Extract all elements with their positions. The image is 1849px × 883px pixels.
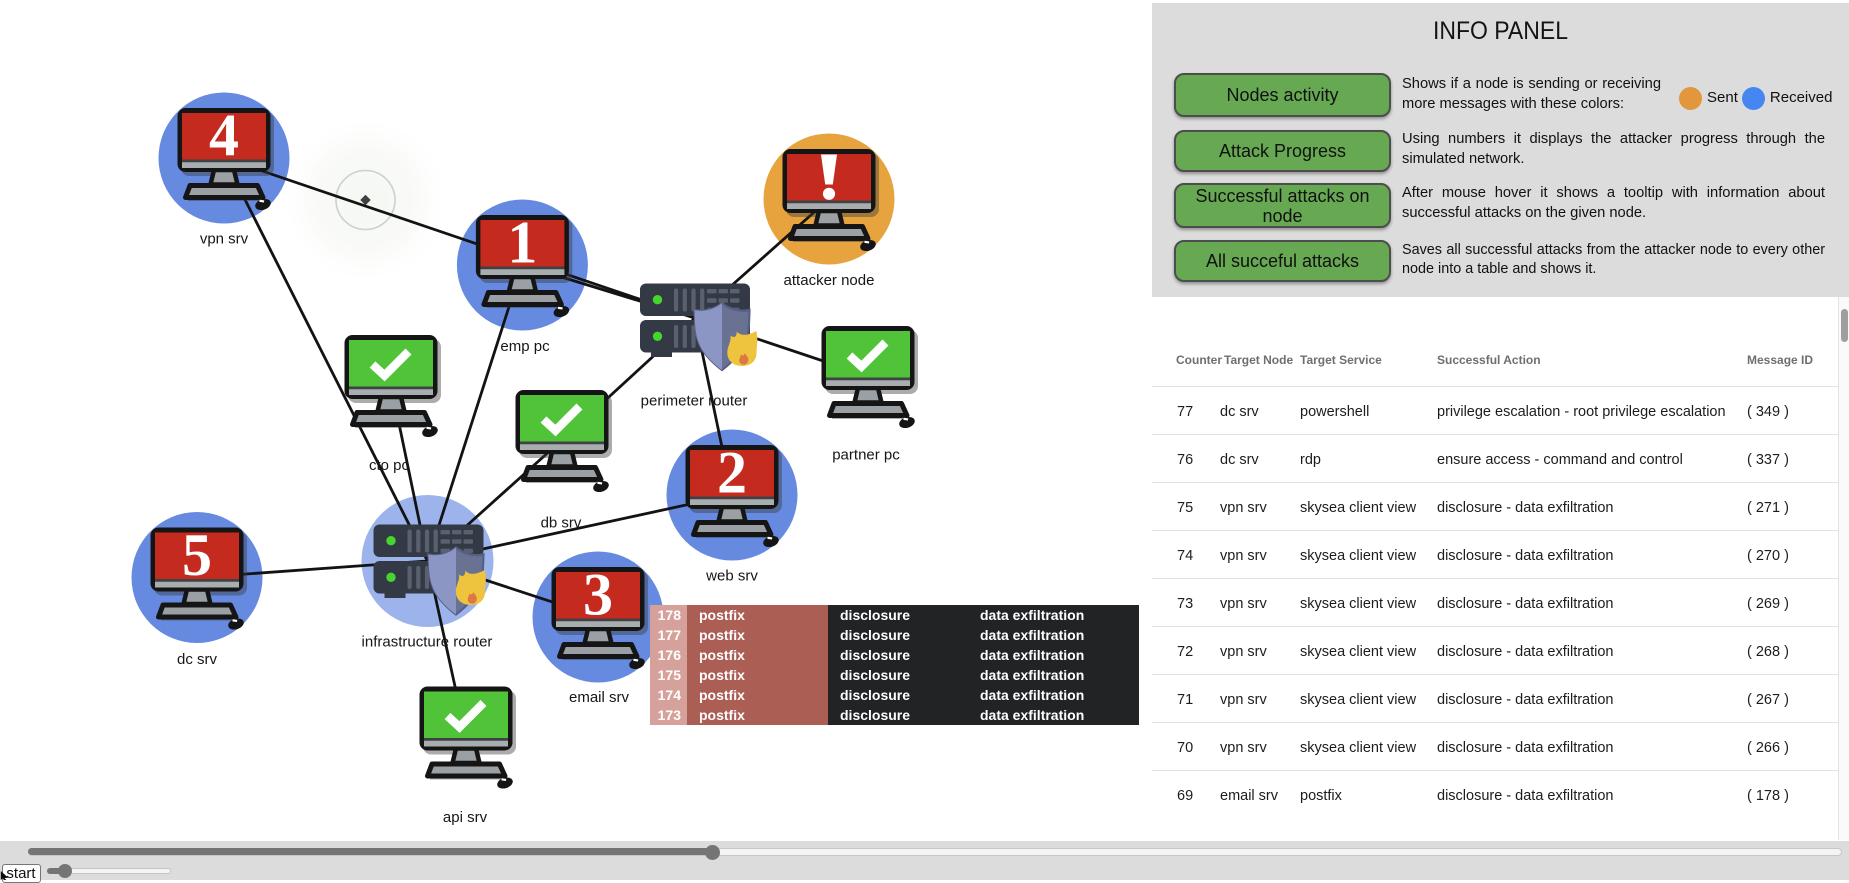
svg-text:4: 4 bbox=[209, 103, 239, 169]
svg-text:emp pc: emp pc bbox=[500, 338, 550, 355]
svg-text:attacker node: attacker node bbox=[784, 272, 875, 289]
svg-text:cto pc: cto pc bbox=[369, 457, 410, 474]
svg-text:2: 2 bbox=[717, 440, 747, 506]
svg-text:1: 1 bbox=[507, 210, 537, 276]
svg-text:api srv: api srv bbox=[443, 809, 488, 826]
svg-text:db srv: db srv bbox=[541, 515, 582, 532]
svg-text:perimeter router: perimeter router bbox=[641, 393, 748, 410]
svg-text:vpn srv: vpn srv bbox=[200, 231, 249, 248]
svg-text:3: 3 bbox=[583, 562, 613, 628]
svg-text:email srv: email srv bbox=[569, 689, 630, 706]
svg-text:dc srv: dc srv bbox=[177, 651, 218, 668]
svg-text:infrastructure router: infrastructure router bbox=[362, 634, 493, 651]
svg-text:web srv: web srv bbox=[705, 568, 758, 585]
svg-text:partner pc: partner pc bbox=[832, 447, 900, 464]
svg-text:5: 5 bbox=[182, 522, 212, 588]
